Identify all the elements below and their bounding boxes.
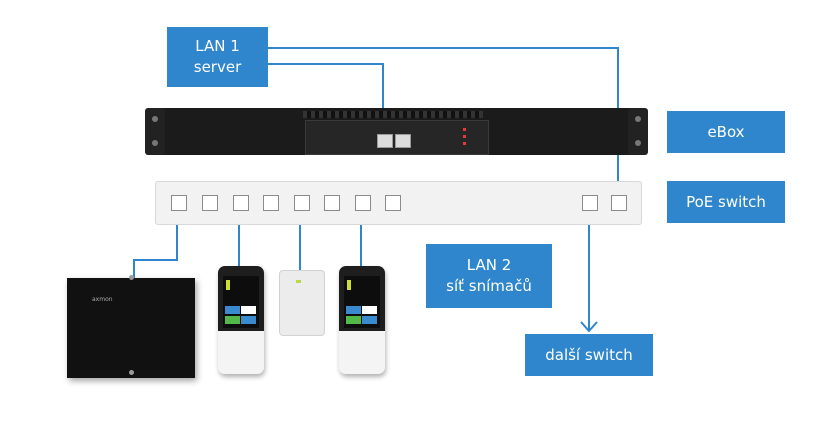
touch-reader-image [339,266,385,374]
switch-port-icon [355,195,371,211]
poe-switch-device [155,181,642,225]
reader-indicator [226,280,230,290]
screen-tile [346,306,361,314]
lan2-title: LAN 2 [466,256,512,274]
ethernet-port-icon [395,134,411,148]
reader-indicator [347,280,351,290]
lan1-title: LAN 1 [195,37,240,55]
rack-ear-left [145,108,165,155]
switch-port-icon [611,195,627,211]
switch-port-icon [582,195,598,211]
arrow-down-icon [580,321,598,333]
switch-port-icon [385,195,401,211]
switch-port-icon [171,195,187,211]
screen-tile [362,306,377,314]
screen-tile [346,316,361,324]
status-led [463,142,466,145]
lan2-label: LAN 2 síť snímačů [426,244,552,308]
reader-led [296,280,301,283]
wire-switch-to-controller [133,205,178,280]
switch-port-icon [233,195,249,211]
lan1-subtitle: server [193,58,242,76]
screw-icon [635,140,641,146]
status-led [463,128,466,131]
ethernet-port-icon [377,134,393,148]
poe-switch-label: PoE switch [667,181,785,223]
screw-icon [635,116,641,122]
next-switch-label: další switch [525,334,653,376]
connector-dot [129,370,134,375]
lan2-subtitle: síť snímačů [446,277,532,295]
switch-port-icon [324,195,340,211]
rack-vents [303,111,483,118]
screen-tile [225,316,240,324]
screen-tile [241,306,256,314]
screw-icon [152,116,158,122]
connector-dot [129,275,134,280]
rack-ear-right [628,108,648,155]
screen-tile [362,316,377,324]
controller-logo: axmon [92,296,113,303]
screw-icon [152,140,158,146]
screen-tile [241,316,256,324]
lan1-server-label: LAN 1 server [167,27,268,87]
switch-port-icon [263,195,279,211]
ebox-rack-unit [145,108,648,155]
poe-switch-label-text: PoE switch [686,192,766,211]
next-switch-label-text: další switch [545,345,633,364]
touch-reader-image [218,266,264,374]
ebox-label-text: eBox [707,122,745,141]
switch-port-icon [202,195,218,211]
ebox-label: eBox [667,111,785,153]
controller-panel-image: axmon [67,275,195,378]
screen-tile [225,306,240,314]
status-led [463,135,466,138]
switch-port-icon [294,195,310,211]
card-reader-image [279,270,325,336]
